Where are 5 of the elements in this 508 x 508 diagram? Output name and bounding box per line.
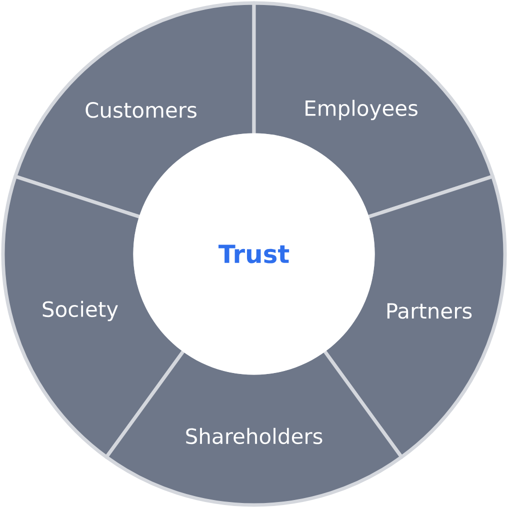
ring-segment: Shareholders	[104, 348, 404, 507]
ring-segment: Partners	[322, 174, 507, 459]
ring-segment: Employees	[252, 1, 494, 219]
ring-segment: Society	[1, 174, 186, 459]
ring-segment: Customers	[14, 1, 256, 219]
